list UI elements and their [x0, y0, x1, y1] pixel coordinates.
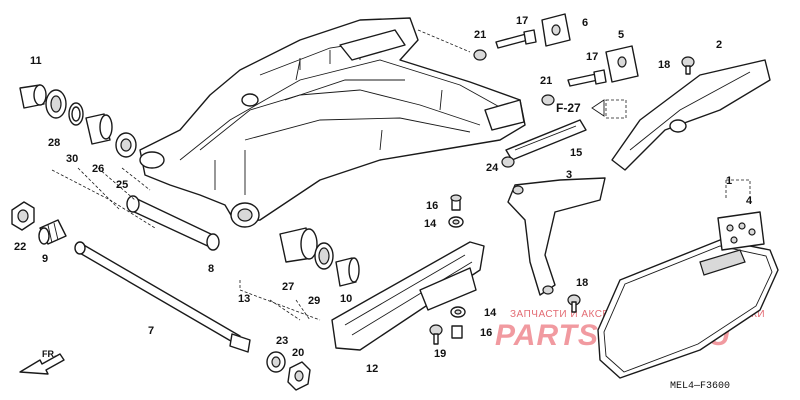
callout-21-lower: 21	[540, 75, 552, 87]
callout-21-upper: 21	[474, 29, 486, 41]
bolt-18-upper	[681, 56, 695, 75]
callout-27: 27	[282, 281, 294, 293]
callout-16-upper: 16	[426, 200, 438, 212]
callout-29: 29	[308, 295, 320, 307]
pivot-bearing-stack-right	[279, 227, 360, 287]
bolt-24	[501, 156, 515, 168]
reference-f27: F-27	[556, 99, 627, 119]
swingarm	[139, 17, 526, 228]
callout-17-lower: 17	[586, 51, 598, 63]
callout-13: 13	[238, 293, 250, 305]
nut-21-upper	[473, 49, 487, 61]
diagram-code: MEL4—F3600	[670, 381, 730, 392]
callout-18-upper: 18	[658, 59, 670, 71]
callout-24: 24	[486, 162, 499, 174]
callout-19: 19	[434, 348, 446, 360]
callout-18-lower: 18	[576, 277, 588, 289]
callout-20: 20	[292, 347, 304, 359]
collar-14-lower	[450, 306, 466, 318]
drive-chain	[597, 239, 779, 379]
callout-2: 2	[716, 39, 722, 51]
callout-30: 30	[66, 153, 78, 165]
callout-4: 4	[746, 195, 753, 207]
bolt-17-lower	[567, 69, 607, 87]
bracket-5	[605, 45, 639, 83]
callout-6: 6	[582, 17, 588, 29]
chain-guide	[507, 177, 606, 296]
callout-5: 5	[618, 29, 624, 41]
bolt-16-lower	[451, 325, 463, 339]
bracket-6	[541, 13, 571, 47]
callout-16-lower: 16	[480, 327, 492, 339]
direction-label: FR.	[42, 349, 57, 359]
callout-14-lower: 14	[484, 307, 497, 319]
pivot-bolt	[74, 241, 251, 353]
bolt-16-upper	[450, 194, 462, 211]
callouts: 1 2 3 4 5 6 7 8 9 10 11 12 13 14 14 15 1…	[14, 15, 753, 375]
reference-label: F-27	[556, 101, 581, 115]
chain-case	[611, 59, 771, 171]
callout-11: 11	[30, 55, 42, 67]
front-direction-arrow: FR.	[19, 349, 65, 375]
callout-1: 1	[726, 175, 732, 187]
washer-23	[266, 351, 286, 373]
chain-joint	[717, 211, 765, 251]
callout-9: 9	[42, 253, 48, 265]
bolt-19	[429, 324, 443, 345]
collar-14-upper	[448, 216, 464, 228]
chain-slider	[331, 241, 485, 351]
callout-15: 15	[570, 147, 582, 159]
bolt-18-lower	[567, 294, 581, 313]
callout-12: 12	[366, 363, 378, 375]
pivot-collar	[126, 195, 220, 251]
pivot-bearing-stack-left	[19, 84, 137, 158]
callout-7: 7	[148, 325, 154, 337]
callout-10: 10	[340, 293, 352, 305]
callout-8: 8	[208, 263, 214, 275]
callout-14-upper: 14	[424, 218, 437, 230]
pivot-nut-22	[11, 201, 35, 231]
callout-17-upper: 17	[516, 15, 528, 27]
nut-21-lower	[541, 94, 555, 106]
bolt-17-upper	[495, 29, 537, 49]
callout-25: 25	[116, 179, 128, 191]
callout-26: 26	[92, 163, 104, 175]
leader-lines	[51, 29, 751, 321]
callout-3: 3	[566, 169, 572, 181]
callout-23: 23	[276, 335, 288, 347]
callout-22: 22	[14, 241, 26, 253]
pivot-nut-20	[287, 361, 311, 391]
pivot-adjusting-bolt-9	[38, 219, 67, 245]
callout-28: 28	[48, 137, 60, 149]
